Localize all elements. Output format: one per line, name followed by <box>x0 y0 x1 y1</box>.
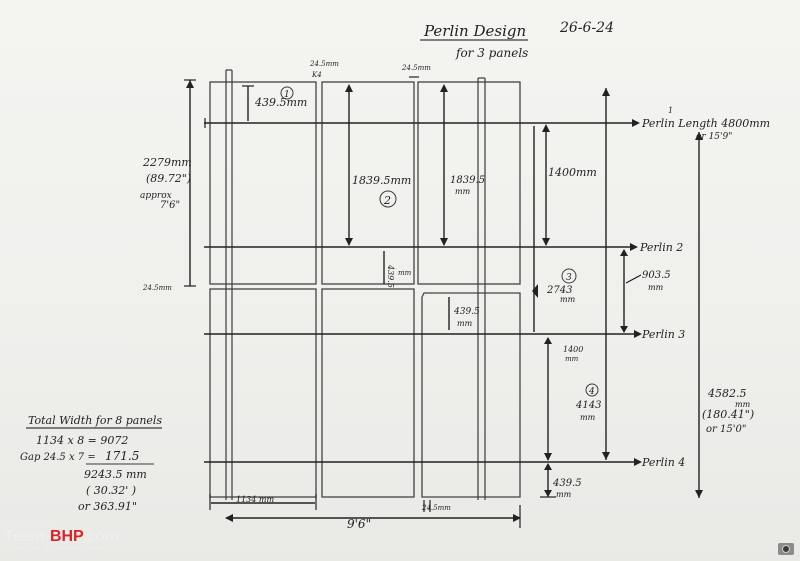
purlin-3-arrow <box>634 330 642 338</box>
sheet-date: 26-6-24 <box>559 20 614 36</box>
purlin-4-arrow <box>634 458 642 466</box>
dim-903-unit: mm <box>648 283 664 292</box>
purlin-1-label: Perlin Length 4800mm <box>641 117 770 130</box>
dim-1400-b-unit: mm <box>565 355 579 363</box>
dim-4143-arrow-top <box>602 88 610 96</box>
purlin-2-label: Perlin 2 <box>639 241 683 254</box>
panel-number-4: 4 <box>588 387 595 397</box>
panel-number-3: 3 <box>566 273 572 283</box>
panel-upper-right <box>417 81 521 285</box>
purlin-1-arrow <box>632 119 640 127</box>
panel-lower-right <box>421 292 521 498</box>
dim-1839-b-label: 1839.5 <box>450 175 485 186</box>
dim-1400-a-label: 1400mm <box>548 166 597 179</box>
dim-439-bot-label: 439.5 <box>552 478 582 489</box>
purlin-3-label: Perlin 3 <box>641 328 685 341</box>
dim-4143-label: 4143 <box>575 400 601 411</box>
dim-4582-label: 4582.5 <box>707 387 747 400</box>
dim-1400-b-label: 1400 <box>563 345 583 354</box>
dim-439-bot-unit: mm <box>556 490 572 499</box>
dim-2279-label: 2279mm <box>142 156 192 169</box>
dim-439-top-label: 439.5mm <box>254 96 307 109</box>
dim-2743-label: 2743 <box>546 285 572 296</box>
gap-top-right-label: 24.5mm <box>401 64 431 72</box>
dim-903-label: 903.5 <box>642 270 671 281</box>
dim-1839-a-label: 1839.5mm <box>352 174 411 187</box>
dim-4143-arrow-bottom <box>602 452 610 460</box>
watermark-brand-b: BHP <box>49 528 82 545</box>
dim-1839-b-arrow-top <box>440 84 448 92</box>
dim-439-mid1-label: 439.5 <box>386 264 395 288</box>
panel-number-4-circle <box>585 383 599 397</box>
dim-1839-a-arrow-top <box>345 84 353 92</box>
panel-number-3-circle <box>561 268 577 284</box>
calc-line-3: 9243.5 mm <box>84 468 147 481</box>
dim-439-mid2-unit: mm <box>457 319 473 328</box>
gap-bottom-label: 24.5mm <box>421 504 451 512</box>
dim-1400-a-arrow-bottom <box>542 238 550 246</box>
watermark: HOSTED ON : Team-BHP.com copyright respe… <box>4 520 119 553</box>
panel-number-1-circle <box>280 86 294 100</box>
dim-1400-b-arrow-top <box>544 337 552 344</box>
panel-number-1: 1 <box>284 90 290 100</box>
dim-4582-feet: or 15'0" <box>706 424 746 435</box>
calc-line-2-value: 171.5 <box>105 449 139 463</box>
watermark-brand-c: .com <box>81 528 119 545</box>
dim-4582-inches: (180.41") <box>702 408 754 421</box>
width-96-arrow-left <box>225 514 233 522</box>
dim-4582-arrow-top <box>695 132 703 140</box>
dim-439-mid2-label: 439.5 <box>453 307 480 317</box>
dim-2279-feet: 7'6" <box>160 200 180 211</box>
calc-line-1: 1134 x 8 = 9072 <box>36 434 128 447</box>
dim-4143-unit: mm <box>580 413 596 422</box>
dim-1839-a-arrow-bottom <box>345 238 353 246</box>
gap-top-left-sub: K4 <box>311 71 322 79</box>
camera-icon[interactable] <box>778 543 794 555</box>
calc-line-2: Gap 24.5 x 7 = <box>20 452 96 463</box>
purlin-1-length-alt: or 15'9" <box>696 132 732 142</box>
sheet-title: Perlin Design <box>423 22 526 40</box>
calc-heading: Total Width for 8 panels <box>28 414 162 427</box>
purlin-1-number: 1 <box>668 106 673 115</box>
watermark-hosted-on: HOSTED ON : <box>4 520 57 528</box>
panel-upper-left <box>209 81 317 285</box>
watermark-copyright: copyright respective owners <box>4 545 112 553</box>
dim-2743-unit: mm <box>560 295 576 304</box>
dim-2279-approx: approx <box>140 191 172 201</box>
watermark-brand: Team-BHP.com <box>4 528 119 545</box>
width-1134-label: 1134 mm <box>236 495 274 504</box>
panel-lower-middle <box>321 288 415 498</box>
gap-top-left-label: 24.5mm <box>309 60 339 68</box>
dim-1400-a-arrow-top <box>542 124 550 132</box>
panel-lower-left <box>209 288 317 498</box>
sheet-subtitle: for 3 panels <box>455 46 528 60</box>
dim-1400-b-arrow-bottom <box>544 453 552 461</box>
dim-903-leader <box>625 274 642 284</box>
dim-439-bot-arrow-top <box>544 463 552 470</box>
dim-903-arrow-bottom <box>620 326 628 333</box>
panel-number-2-circle <box>379 190 397 208</box>
dim-2279-inches: (89.72") <box>146 172 191 185</box>
dim-4582-unit: mm <box>735 400 751 409</box>
purlin-2-arrow <box>630 243 638 251</box>
panel-upper-middle <box>321 81 415 285</box>
width-96-label: 9'6" <box>347 517 371 531</box>
watermark-brand-a: Team- <box>4 528 50 545</box>
gap-mid-label: 24.5mm <box>142 284 172 292</box>
dim-439-bot-arrow-bottom <box>544 490 552 497</box>
dim-1839-b-arrow-bottom <box>440 238 448 246</box>
dim-903-arrow-top <box>620 249 628 256</box>
panel-number-2: 2 <box>383 194 391 207</box>
dim-439-mid1-unit: mm <box>398 269 412 277</box>
width-96-arrow-right <box>513 514 521 522</box>
dim-2743-arrow <box>532 284 538 298</box>
dim-2279-arrow-top <box>186 80 194 88</box>
purlin-4-label: Perlin 4 <box>641 456 685 469</box>
calc-line-4: ( 30.32' ) <box>86 484 136 497</box>
dim-1839-b-unit: mm <box>455 187 471 196</box>
dim-4582-arrow-bottom <box>695 490 703 498</box>
calc-line-5: or 363.91" <box>78 500 137 513</box>
